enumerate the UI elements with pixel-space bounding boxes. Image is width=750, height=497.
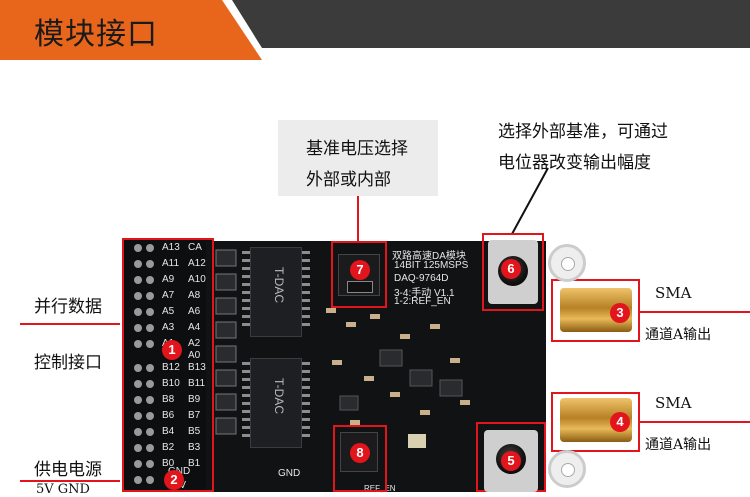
power-label: 供电电源 xyxy=(34,460,102,480)
pin-label: A0 xyxy=(188,350,201,361)
board-title-silk: 双路高速DA模块 xyxy=(392,251,466,262)
vref-jumper-highlight-box xyxy=(331,241,387,308)
board-refen2-silk: REF_EN xyxy=(364,484,396,493)
badge-5: 5 xyxy=(501,451,521,471)
pin-label: A8 xyxy=(188,290,201,301)
pin-label: B3 xyxy=(188,442,201,453)
board-gnd2-silk: GND xyxy=(278,468,301,479)
pin-label: B1 xyxy=(188,458,201,469)
badge-2: 2 xyxy=(164,470,184,490)
ext-ref-label-line1: 选择外部基准，可通过 xyxy=(498,122,668,142)
pin-label: CA xyxy=(188,242,202,253)
board-spec-silk: 14BIT 125MSPS xyxy=(394,260,469,271)
resistor-arrays xyxy=(215,249,237,435)
pin-label: A13 xyxy=(162,242,180,253)
board-refen-silk: 1-2:REF_EN xyxy=(394,296,451,307)
board-ver-silk: 3-4:手动 V1.1 xyxy=(394,288,455,299)
sma-a-leader-line xyxy=(640,311,750,313)
section-banner xyxy=(0,0,750,60)
banner-title: 模块接口 xyxy=(34,17,158,52)
sma-a-label: SMA xyxy=(655,284,692,302)
channel-a-output-label-top: 通道A输出 xyxy=(645,327,712,343)
pin-label: A3 xyxy=(162,322,175,333)
data-leader-line xyxy=(20,323,120,325)
pin-label: A6 xyxy=(188,306,201,317)
pin-label: B7 xyxy=(188,410,201,421)
badge-7: 7 xyxy=(350,260,370,280)
pin-label: A2 xyxy=(188,338,201,349)
dac-chip-b: T-DAC xyxy=(250,358,302,448)
pin-label: B11 xyxy=(188,378,206,389)
vref-callout-box xyxy=(278,120,438,196)
refen-jumper-highlight-box xyxy=(333,425,387,492)
pin-label: B8 xyxy=(162,394,175,405)
dac-chip-a: T-DAC xyxy=(250,247,302,337)
vref-label-line2: 外部或内部 xyxy=(306,170,391,190)
sma-a-highlight-box xyxy=(551,279,640,342)
pin-label: B6 xyxy=(162,410,175,421)
badge-4: 4 xyxy=(610,412,630,432)
header-pins xyxy=(134,244,154,484)
pin-label: B4 xyxy=(162,426,175,437)
pin-label: B13 xyxy=(188,362,206,373)
sma-b-highlight-box xyxy=(551,392,640,452)
smd-passives xyxy=(326,308,470,448)
channel-a-output-label-bottom: 通道A输出 xyxy=(645,437,712,453)
sma-b-label: SMA xyxy=(655,394,692,412)
ext-ref-label-line2: 电位器改变输出幅度 xyxy=(498,153,651,173)
pin-label: A5 xyxy=(162,306,175,317)
sma-b-leader-line xyxy=(640,421,750,423)
chip-pins xyxy=(242,251,310,437)
pin-label: A4 xyxy=(188,322,201,333)
power-leader-line xyxy=(20,480,120,482)
pot-a-highlight-box xyxy=(482,233,544,311)
pin-label: A12 xyxy=(188,258,206,269)
pin-label: A7 xyxy=(162,290,175,301)
pin-label: A10 xyxy=(188,274,206,285)
header-highlight-box xyxy=(122,238,214,492)
pin-label: B9 xyxy=(188,394,201,405)
mounting-hole-bottom xyxy=(548,450,586,488)
mounting-hole-top xyxy=(548,244,586,282)
badge-1: 1 xyxy=(162,340,182,360)
pin-label: B5 xyxy=(188,426,201,437)
power-sub-label: 5V GND xyxy=(36,482,90,497)
vref-label-line1: 基准电压选择 xyxy=(306,139,408,159)
pin-label: B0 xyxy=(162,458,175,469)
badge-3: 3 xyxy=(610,303,630,323)
parallel-data-label: 并行数据 xyxy=(34,297,102,317)
board-part-silk: DAQ-9764D xyxy=(394,273,449,284)
pin-label: B12 xyxy=(162,362,180,373)
badge-6: 6 xyxy=(501,259,521,279)
pin-label: B2 xyxy=(162,442,175,453)
pin-label: B10 xyxy=(162,378,180,389)
pin-label: A11 xyxy=(162,258,180,269)
ext-ref-leader-line xyxy=(511,167,549,235)
control-port-label: 控制接口 xyxy=(34,353,102,373)
vref-leader-line xyxy=(357,196,359,242)
badge-8: 8 xyxy=(350,443,370,463)
pin-label: A9 xyxy=(162,274,175,285)
